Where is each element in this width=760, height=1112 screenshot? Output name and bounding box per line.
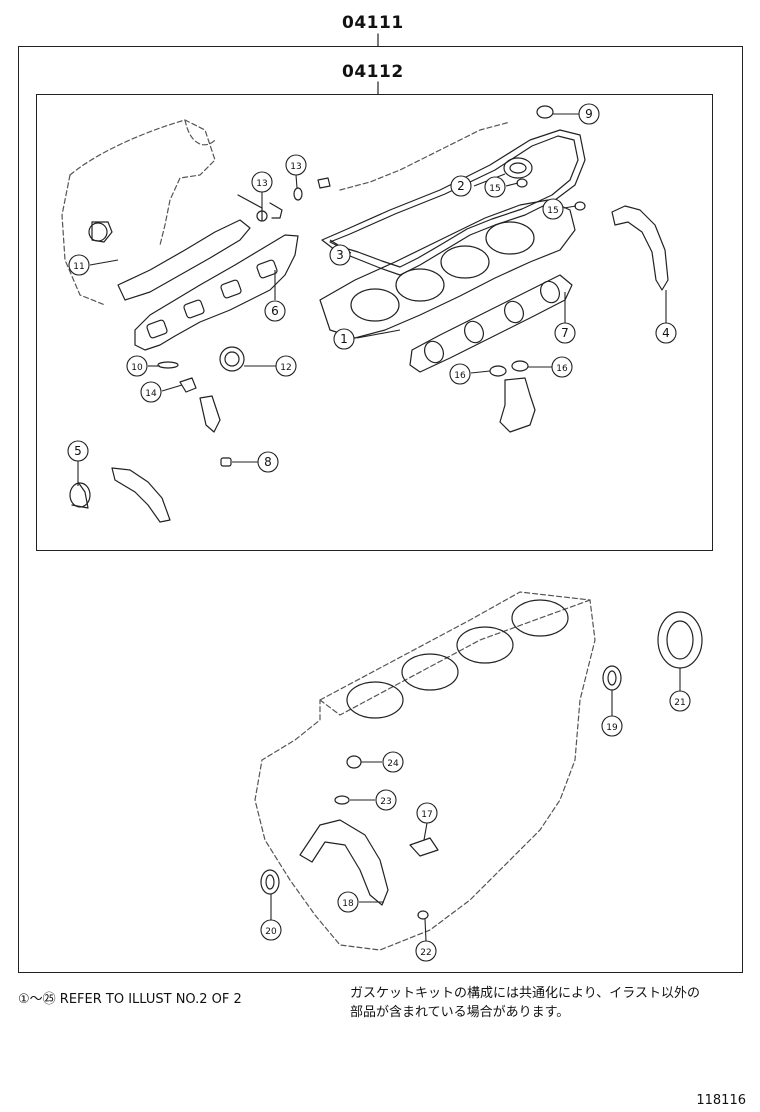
inner-kit-code: 04112 xyxy=(342,62,404,82)
head-cover-gasket xyxy=(321,121,586,276)
callout-18: 18 xyxy=(342,899,354,909)
nozzle-holder-seal xyxy=(179,377,197,393)
callout-22: 22 xyxy=(420,948,431,958)
cylinder-head-gasket xyxy=(319,199,576,339)
outer-kit-frame xyxy=(18,46,743,973)
callout-12: 12 xyxy=(280,363,291,373)
timing-cover-gasket xyxy=(611,205,669,291)
callout-23: 23 xyxy=(380,797,391,807)
o-ring-16a xyxy=(489,365,507,377)
callout-20: 20 xyxy=(265,927,277,937)
o-ring-15a xyxy=(516,178,528,188)
callout-19: 19 xyxy=(606,723,618,733)
callout-13b: 13 xyxy=(290,162,301,172)
callout-15b: 15 xyxy=(547,206,558,216)
oil-filler-cap-gasket xyxy=(536,105,554,119)
o-ring-16b xyxy=(511,360,529,372)
callout-13a: 13 xyxy=(256,179,267,189)
bolt-10 xyxy=(157,361,179,369)
plug-8 xyxy=(220,457,232,467)
callout-5: 5 xyxy=(74,444,82,458)
callout-14: 14 xyxy=(145,389,157,399)
inner-kit-frame xyxy=(36,94,713,551)
oil-pump-gasket xyxy=(299,819,389,906)
intake-port-gasket xyxy=(409,274,573,373)
callout-21: 21 xyxy=(674,698,685,708)
callout-8: 8 xyxy=(264,455,272,469)
callout-15a: 15 xyxy=(489,184,500,194)
japanese-note: ガスケットキットの構成には共通化により、イラスト以外の 部品が含まれている場合が… xyxy=(350,984,750,1022)
outer-kit-code: 04111 xyxy=(342,13,404,33)
o-ring-15b xyxy=(574,201,586,211)
callout-4: 4 xyxy=(662,326,670,340)
refer-note: ①～㉕ REFER TO ILLUST NO.2 OF 2 xyxy=(18,992,242,1007)
japanese-note-line-1: ガスケットキットの構成には共通化により、イラスト以外の xyxy=(350,986,700,1001)
callout-3: 3 xyxy=(336,248,344,262)
callout-24: 24 xyxy=(387,759,399,769)
callout-17: 17 xyxy=(421,810,432,820)
callout-6: 6 xyxy=(271,304,279,318)
o-ring-12 xyxy=(219,346,245,372)
seal-19 xyxy=(602,665,622,691)
seal-23 xyxy=(334,795,350,805)
callout-11: 11 xyxy=(73,262,84,272)
water-outlet xyxy=(499,377,536,433)
callout-9: 9 xyxy=(585,107,593,121)
callout-10: 10 xyxy=(131,363,143,373)
seal-20 xyxy=(260,869,280,895)
callout-2: 2 xyxy=(457,179,465,193)
callout-16b: 16 xyxy=(556,364,568,374)
callout-16a: 16 xyxy=(454,371,466,381)
spark-plug-tube-seal xyxy=(503,157,533,179)
japanese-note-line-2: 部品が含まれている場合があります。 xyxy=(350,1005,570,1020)
o-ring-24 xyxy=(346,755,362,769)
cylinder-head-ghost xyxy=(61,119,216,306)
exhaust-manifold-gasket xyxy=(134,234,299,351)
gasket-17 xyxy=(409,837,439,857)
oil-dipstick-guide xyxy=(111,467,171,523)
intake-manifold-gasket xyxy=(88,219,251,301)
callout-1: 1 xyxy=(340,332,348,346)
gasket-22 xyxy=(417,910,429,920)
illustration-id: 118116 xyxy=(696,1093,746,1108)
injector xyxy=(199,395,221,433)
cylinder-block-ghost xyxy=(254,591,596,951)
callout-7: 7 xyxy=(561,326,569,340)
